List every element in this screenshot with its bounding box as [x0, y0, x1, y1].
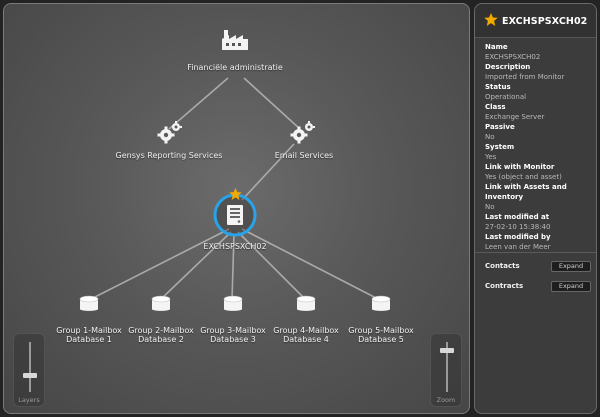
property-key: Passive [485, 123, 515, 131]
database-icon[interactable] [371, 295, 391, 313]
db2-line1: Group 2-Mailbox [128, 326, 194, 335]
database-icon[interactable] [296, 295, 316, 313]
gears-icon[interactable] [156, 120, 184, 144]
layers-slider-thumb[interactable] [23, 372, 37, 378]
star-icon [484, 13, 498, 26]
property-key: Name [485, 43, 508, 51]
db4-line2: Database 4 [283, 335, 329, 344]
edge-selected-db5 [241, 228, 381, 301]
db3-line2: Database 3 [210, 335, 256, 344]
layers-slider-label: Layers [18, 396, 40, 404]
db5-node-label[interactable]: Group 5-Mailbox Database 5 [341, 326, 421, 344]
graph-edges [88, 77, 381, 301]
property-value: EXCHSPSXCH02 [485, 53, 541, 61]
property-value: Leen van der Meer [485, 243, 551, 251]
property-value: No [485, 203, 495, 211]
property-key: Last modified by [485, 233, 551, 241]
property-value: Yes (object and asset) [485, 173, 562, 181]
property-last-modified-at: Last modified at 27-02-10 15:38:40 [485, 212, 595, 232]
panel-divider [475, 252, 596, 253]
property-value: Exchange Server [485, 113, 545, 121]
gensys-node-label[interactable]: Gensys Reporting Services [115, 151, 223, 160]
edge-selected-db1 [88, 228, 230, 301]
database-icon[interactable] [151, 295, 171, 313]
database-icon[interactable] [223, 295, 243, 313]
zoom-slider[interactable]: Zoom [430, 333, 462, 407]
root-node-label[interactable]: Financiële administratie [187, 63, 283, 72]
property-key: Description [485, 63, 531, 71]
zoom-slider-track[interactable] [446, 342, 448, 392]
property-value: No [485, 133, 495, 141]
details-panel-title: EXCHSPSXCH02 [502, 16, 588, 27]
edge-selected-db4 [237, 231, 307, 301]
server-icon[interactable] [226, 204, 244, 226]
email-node-label[interactable]: Email Services [274, 151, 334, 160]
details-panel-header: EXCHSPSXCH02 [475, 4, 596, 38]
db5-line2: Database 5 [358, 335, 404, 344]
property-key: Link with Assets and Inventory [485, 183, 567, 201]
property-value: 27-02-10 15:38:40 [485, 223, 551, 231]
factory-icon[interactable] [221, 28, 249, 52]
db1-line1: Group 1-Mailbox [56, 326, 122, 335]
property-last-modified-by: Last modified by Leen van der Meer [485, 232, 595, 252]
db3-line1: Group 3-Mailbox [200, 326, 266, 335]
contracts-section: Contracts Expand [485, 281, 591, 293]
db3-node-label[interactable]: Group 3-Mailbox Database 3 [193, 326, 273, 344]
contracts-expand-button[interactable]: Expand [551, 281, 591, 292]
db4-line1: Group 4-Mailbox [273, 326, 339, 335]
selected-node-label[interactable]: EXCHSPSXCH02 [203, 242, 267, 251]
contacts-label: Contacts [485, 262, 520, 270]
property-key: Last modified at [485, 213, 550, 221]
property-key: Class [485, 103, 506, 111]
db1-line2: Database 1 [66, 335, 112, 344]
property-key: Link with Monitor [485, 163, 555, 171]
db4-node-label[interactable]: Group 4-Mailbox Database 4 [266, 326, 346, 344]
db5-line1: Group 5-Mailbox [348, 326, 414, 335]
edge-root-gensys [168, 77, 229, 130]
edge-email-selected [241, 143, 295, 201]
contacts-section: Contacts Expand [485, 261, 591, 273]
property-key: Status [485, 83, 511, 91]
edge-selected-db2 [159, 231, 232, 301]
property-key: System [485, 143, 515, 151]
layers-slider-track[interactable] [29, 342, 31, 392]
edge-root-email [243, 77, 301, 130]
edge-selected-db3 [231, 233, 235, 301]
database-icon[interactable] [79, 295, 99, 313]
contacts-expand-button[interactable]: Expand [551, 261, 591, 272]
contracts-label: Contracts [485, 282, 524, 290]
gears-icon[interactable] [289, 120, 317, 144]
property-value: Operational [485, 93, 527, 101]
property-value: Yes [485, 153, 497, 161]
db2-line2: Database 2 [138, 335, 184, 344]
layers-slider[interactable]: Layers [13, 333, 45, 407]
db2-node-label[interactable]: Group 2-Mailbox Database 2 [121, 326, 201, 344]
zoom-slider-label: Zoom [436, 396, 456, 404]
zoom-slider-thumb[interactable] [440, 347, 454, 353]
star-icon [229, 188, 242, 200]
relation-graph[interactable]: Financiële administratie Gensys Reportin… [3, 3, 470, 414]
property-value: Imported from Monitor [485, 73, 565, 81]
db1-node-label[interactable]: Group 1-Mailbox Database 1 [49, 326, 129, 344]
